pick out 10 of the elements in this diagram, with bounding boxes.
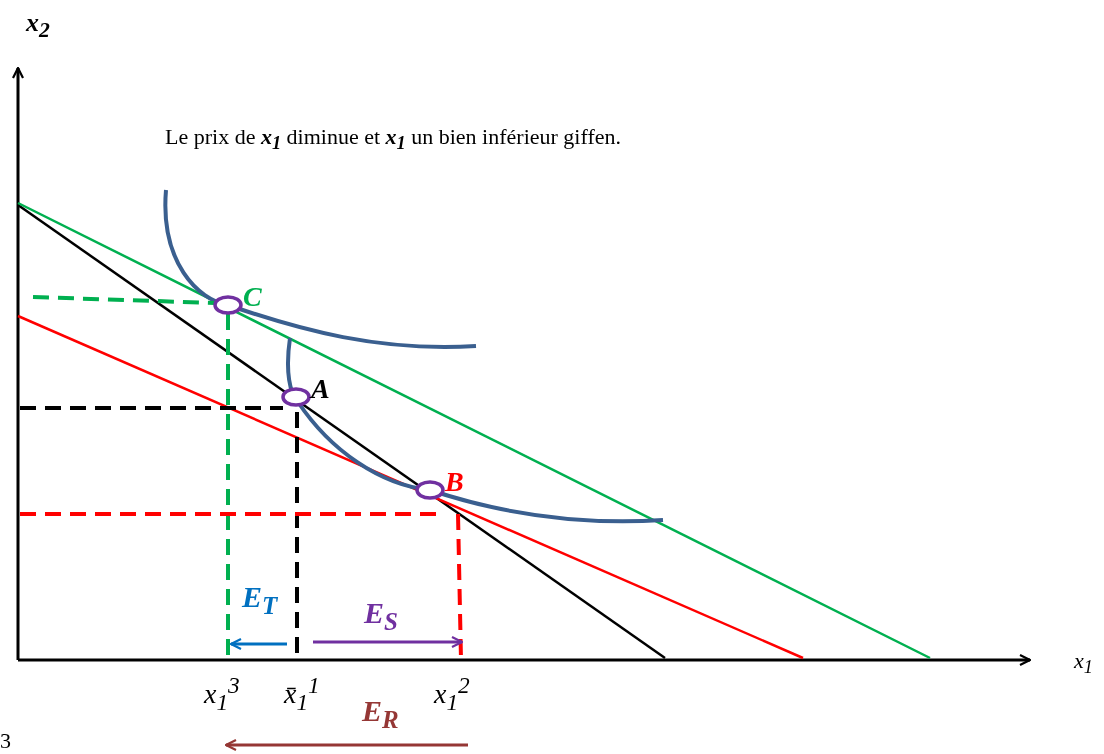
axis-label: E$_{T}$ — [242, 582, 278, 618]
axis-label: E$_{S}$ — [364, 598, 398, 634]
page-number: 3 — [0, 730, 11, 752]
point-label: B — [445, 468, 464, 496]
chart-title: Le prix de x$_{1}$ diminue et x$_{1}$ un bien inférieur giffen. — [165, 124, 621, 155]
point-label: C — [243, 283, 262, 311]
axis-label: x$_{2}$ — [26, 10, 50, 42]
axis-label: x$_{1}$ — [1074, 650, 1093, 677]
point-label: A — [311, 375, 330, 403]
axis-label: E$_{R}$ — [362, 696, 399, 732]
